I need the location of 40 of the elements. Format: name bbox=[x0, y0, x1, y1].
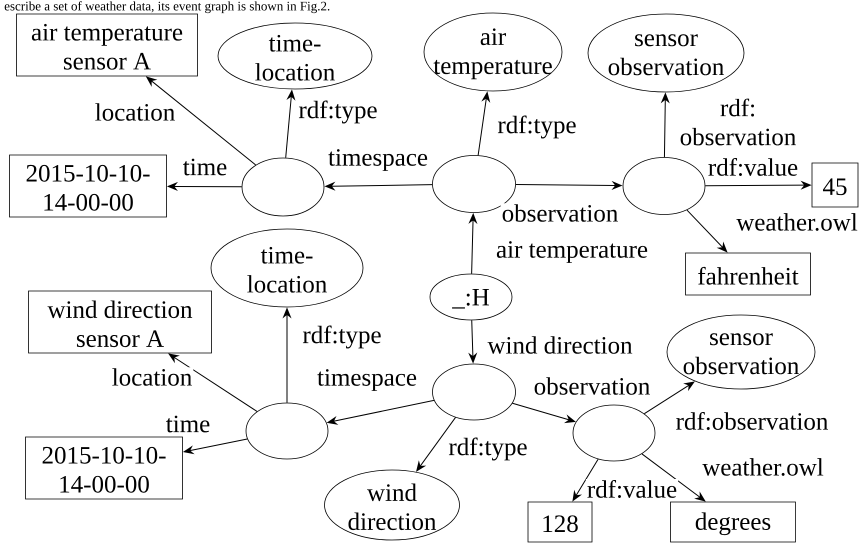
value-box: fahrenheit bbox=[685, 252, 811, 296]
ellipse-node: time-location bbox=[218, 22, 372, 90]
ellipse-node: sensor observation bbox=[666, 314, 816, 390]
edge-label: timespace bbox=[327, 148, 429, 172]
ellipse-node: sensor observation bbox=[588, 14, 744, 92]
empty-ellipse bbox=[622, 157, 706, 215]
edge-label: observation bbox=[532, 376, 652, 396]
ellipse-node: wind direction bbox=[324, 470, 460, 540]
value-box: 128 bbox=[528, 502, 592, 542]
value-box: degrees bbox=[670, 502, 796, 542]
edge-label: rdf:type bbox=[301, 324, 383, 350]
edge-label: rdf:type bbox=[297, 100, 379, 124]
edge-label: time bbox=[182, 158, 228, 176]
empty-ellipse bbox=[242, 158, 324, 216]
caption-text: escribe a set of weather data, its event graph is shown in Fig.2. bbox=[4, 1, 330, 14]
edge-label: wind direction bbox=[486, 335, 634, 355]
edge-label: rdf:type bbox=[496, 114, 578, 140]
edge-label: observation bbox=[500, 203, 620, 223]
edge-label: rdf:value bbox=[706, 157, 800, 177]
edge-label: timespace bbox=[316, 368, 418, 392]
edge-label: location bbox=[110, 367, 194, 387]
empty-ellipse bbox=[246, 402, 328, 460]
value-box: 2015-10-10-14-00-00 bbox=[25, 436, 183, 500]
edge-label: location bbox=[94, 102, 176, 122]
edge-label: rdf:type bbox=[447, 436, 529, 462]
value-box: air temperature sensor A bbox=[16, 14, 198, 76]
ellipse-node: time-location bbox=[210, 228, 364, 308]
edge-label: rdf:observation bbox=[674, 411, 830, 431]
value-box: wind direction sensor A bbox=[28, 290, 212, 354]
edge-label: weather.owl bbox=[735, 212, 859, 232]
empty-ellipse bbox=[432, 364, 516, 420]
empty-ellipse bbox=[572, 404, 656, 462]
ellipse-node: _:H bbox=[430, 274, 512, 320]
value-box: 2015-10-10-14-00-00 bbox=[9, 154, 167, 218]
edge-label: rdf:value bbox=[586, 479, 678, 499]
edge-label: weather.owl bbox=[701, 457, 825, 477]
edge-label: air temperature bbox=[495, 240, 649, 264]
edge-label: time bbox=[164, 414, 212, 434]
ellipse-node: air temperature bbox=[424, 12, 562, 92]
value-box: 45 bbox=[812, 162, 858, 208]
